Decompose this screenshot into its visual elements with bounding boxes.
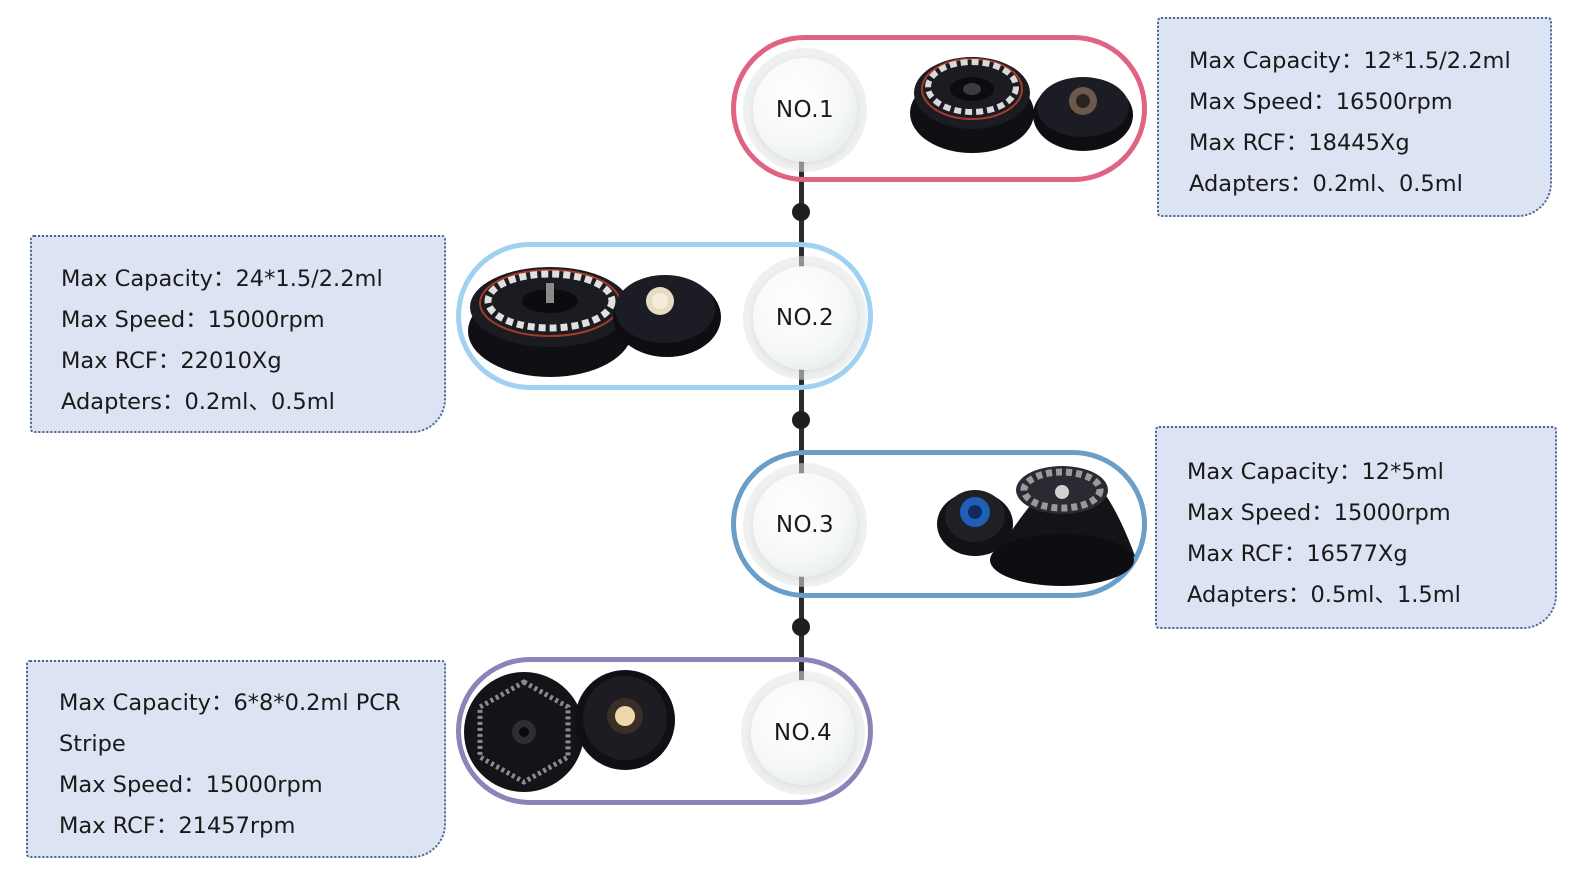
timeline-dot bbox=[792, 203, 810, 221]
rotor-1-specs: Max Capacity：12*1.5/2.2ml Max Speed：1650… bbox=[1157, 17, 1552, 217]
spec-adapters: Adapters：0.2ml、0.5ml bbox=[61, 389, 335, 415]
rotor-4-label: NO.4 bbox=[773, 720, 833, 746]
spec-adapters: Adapters：0.5ml、1.5ml bbox=[1187, 582, 1461, 608]
spec-max-rcf: Max RCF：21457rpm bbox=[59, 813, 296, 839]
spec-max-capacity: Max Capacity：12*5ml bbox=[1187, 459, 1444, 485]
rotor-1-frame bbox=[731, 35, 1147, 182]
rotor-1-label: NO.1 bbox=[775, 97, 835, 123]
spec-max-speed: Max Speed：16500rpm bbox=[1189, 89, 1453, 115]
rotor-3-label: NO.3 bbox=[775, 512, 835, 538]
timeline-dot bbox=[792, 618, 810, 636]
spec-max-capacity: Max Capacity：24*1.5/2.2ml bbox=[61, 266, 383, 292]
rotor-1-image bbox=[910, 57, 1133, 153]
rotor-2-frame bbox=[456, 242, 873, 390]
rotor-4-badge: NO.4 bbox=[751, 681, 855, 785]
spec-max-rcf: Max RCF：22010Xg bbox=[61, 348, 282, 374]
rotor-3-image bbox=[937, 466, 1135, 586]
rotor-2-image bbox=[468, 267, 721, 377]
spec-max-rcf: Max RCF：16577Xg bbox=[1187, 541, 1408, 567]
spec-max-speed: Max Speed：15000rpm bbox=[59, 772, 323, 798]
rotor-4-image bbox=[464, 670, 675, 792]
spec-max-rcf: Max RCF：18445Xg bbox=[1189, 130, 1410, 156]
spec-adapters: Adapters：0.2ml、0.5ml bbox=[1189, 171, 1463, 197]
rotor-4-specs: Max Capacity：6*8*0.2ml PCR Stripe Max Sp… bbox=[26, 660, 446, 858]
spec-max-speed: Max Speed：15000rpm bbox=[61, 307, 325, 333]
rotor-2-badge: NO.2 bbox=[753, 266, 857, 370]
spec-max-speed: Max Speed：15000rpm bbox=[1187, 500, 1451, 526]
rotor-4-frame bbox=[456, 657, 873, 805]
rotor-3-badge: NO.3 bbox=[753, 473, 857, 577]
rotor-2-label: NO.2 bbox=[775, 305, 835, 331]
spec-max-capacity: Max Capacity：6*8*0.2ml PCR bbox=[59, 690, 401, 716]
rotor-3-frame bbox=[731, 450, 1147, 598]
rotor-2-specs: Max Capacity：24*1.5/2.2ml Max Speed：1500… bbox=[30, 235, 446, 433]
rotor-3-specs: Max Capacity：12*5ml Max Speed：15000rpm M… bbox=[1155, 426, 1557, 629]
timeline-dot bbox=[792, 411, 810, 429]
rotor-1-badge: NO.1 bbox=[753, 58, 857, 162]
spec-max-capacity: Max Capacity：12*1.5/2.2ml bbox=[1189, 48, 1511, 74]
spec-max-capacity-cont: Stripe bbox=[59, 731, 126, 757]
